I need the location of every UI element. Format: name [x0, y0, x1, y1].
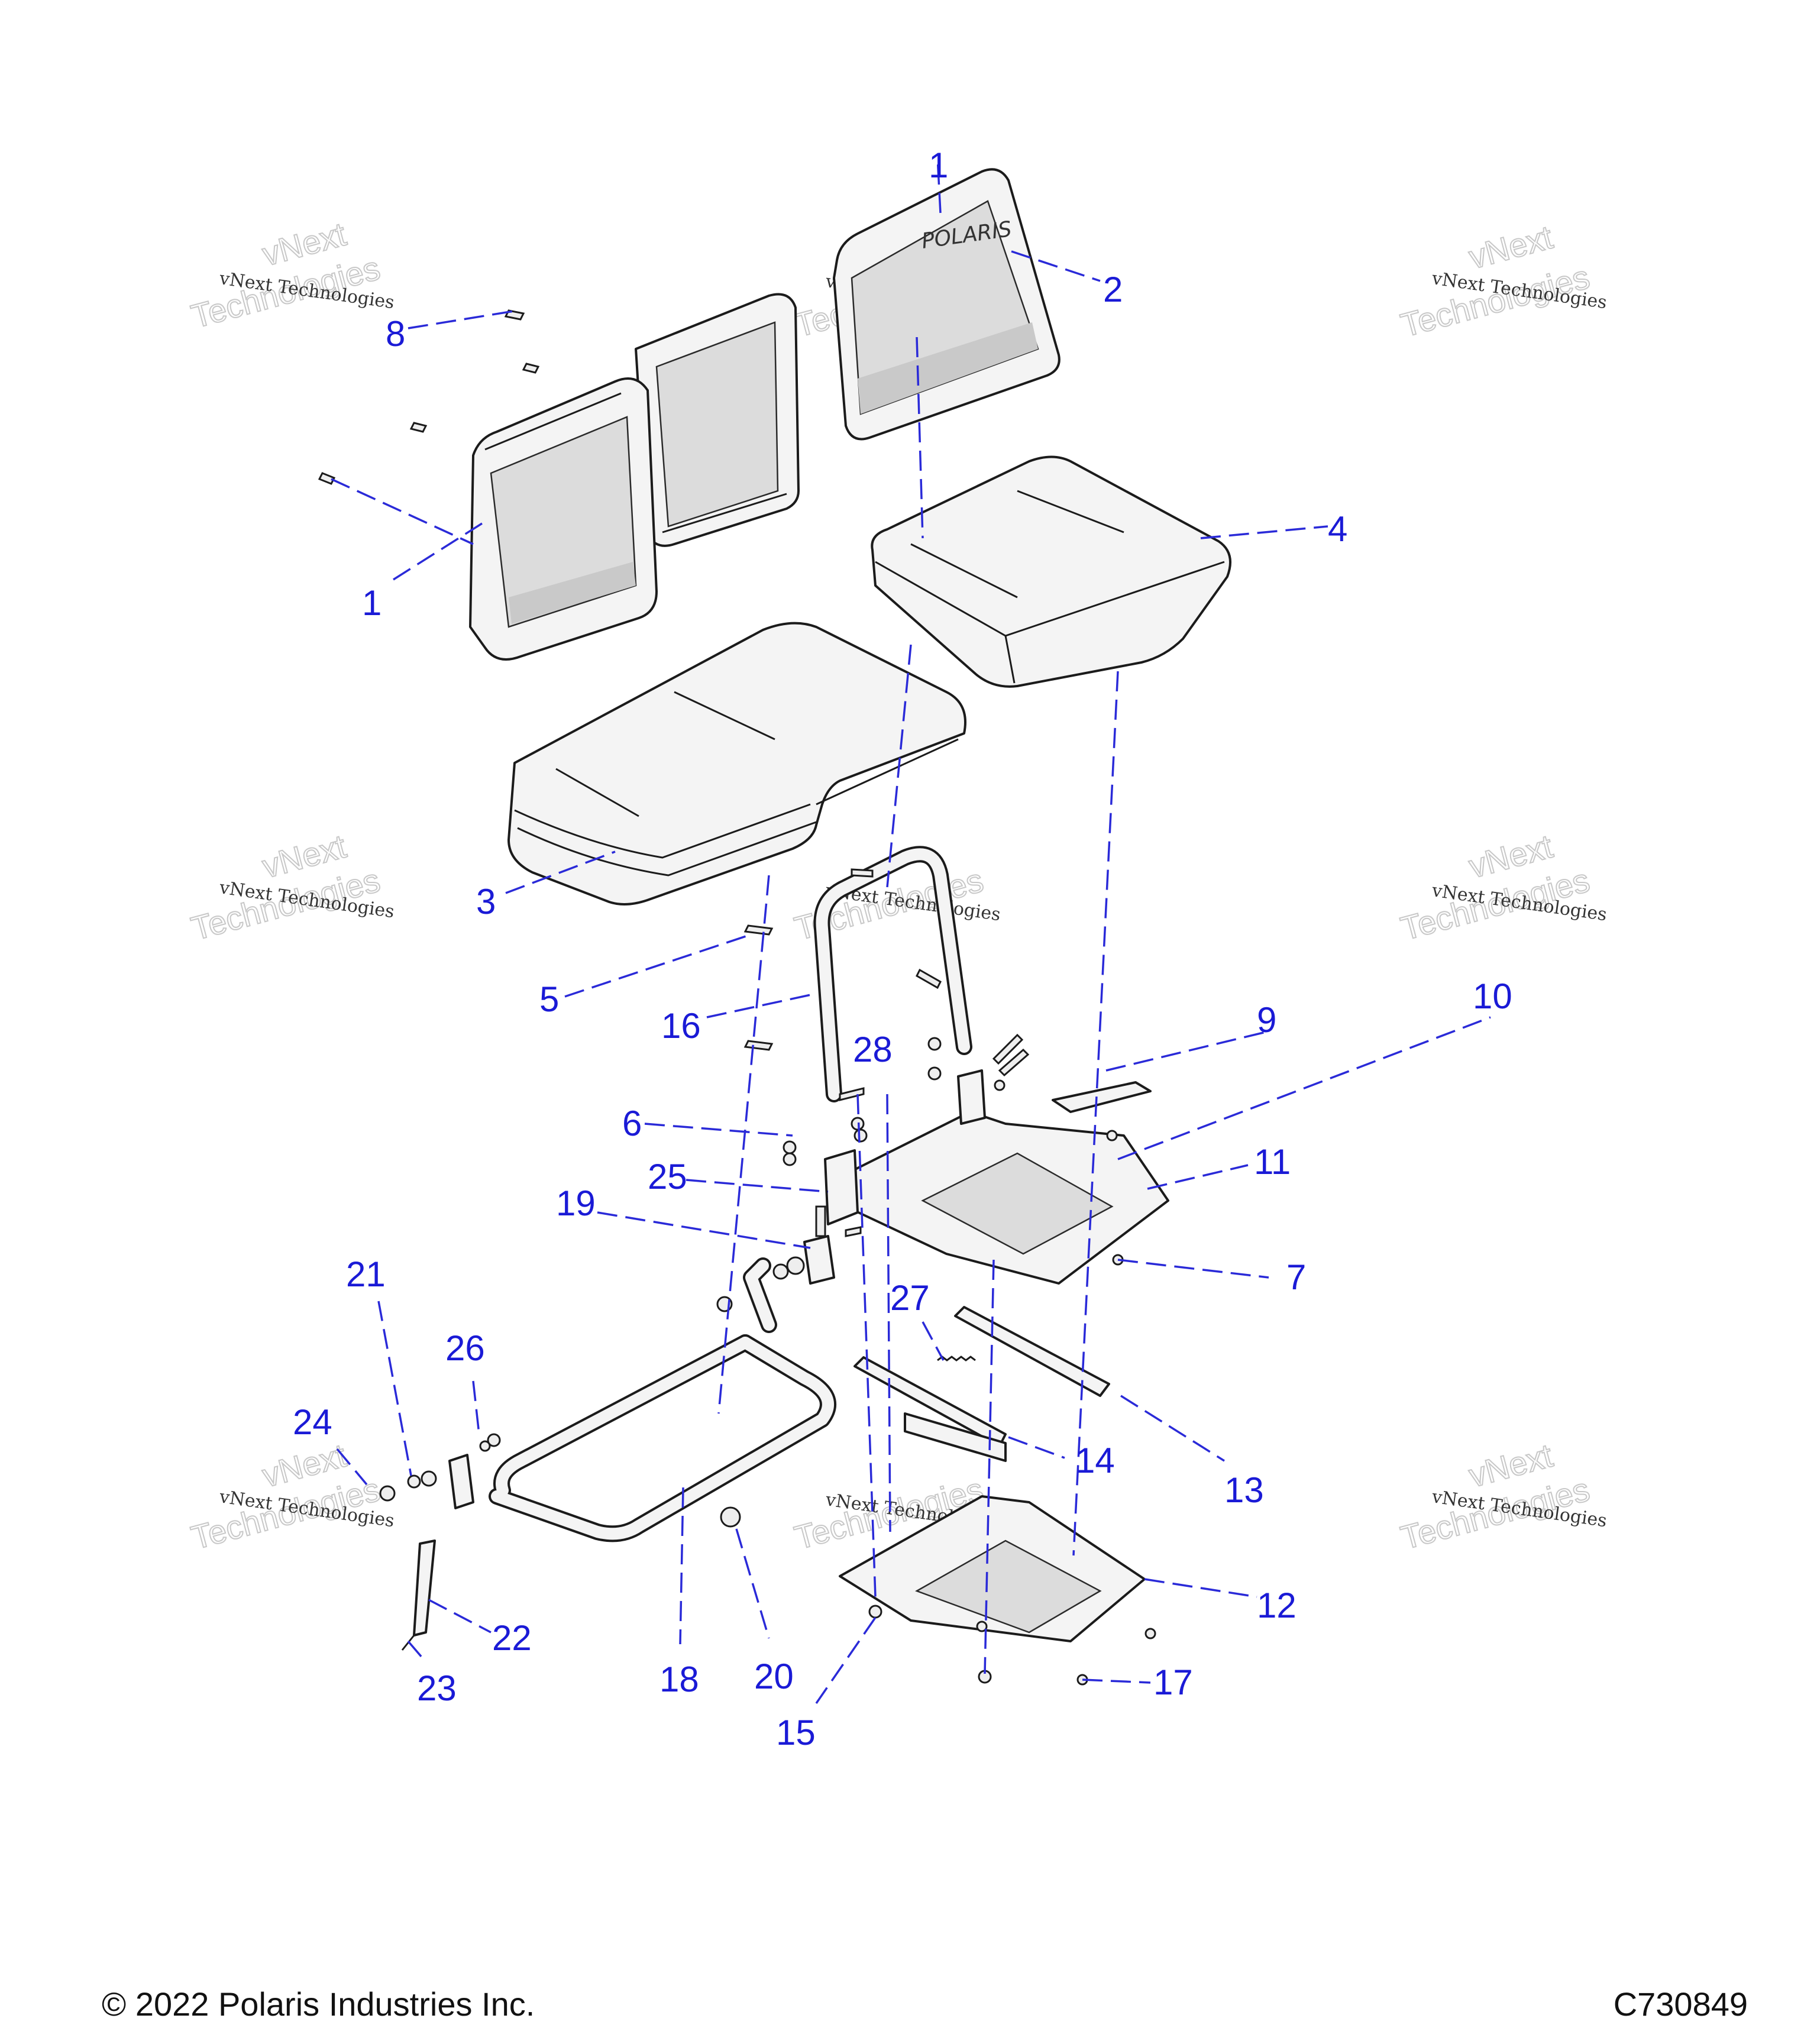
- seat-base-frame: [824, 1069, 1169, 1285]
- callout-13: 13: [1224, 1470, 1264, 1510]
- callout-25: 25: [648, 1157, 687, 1196]
- callout-12: 12: [1257, 1586, 1297, 1625]
- figure-id: C730849: [1614, 1985, 1748, 2023]
- watermark-top-right: Technologies vNext vNext Technologies: [1396, 218, 1608, 345]
- callout-1-bench: 1: [362, 583, 381, 623]
- callout-28: 28: [853, 1030, 893, 1069]
- seat-rail-13: [954, 1306, 1110, 1397]
- watermark-top-left: Technologies vNext vNext Technologies: [187, 215, 396, 336]
- copyright-text: © 2022 Polaris Industries Inc.: [102, 1985, 535, 2023]
- hardware-items: [379, 868, 1156, 1686]
- seat-rail-14: [853, 1356, 1007, 1462]
- callout-1-bucket: 1: [929, 145, 948, 185]
- callout-11: 11: [1254, 1142, 1291, 1182]
- bracket-26: [448, 1454, 474, 1509]
- callout-22: 22: [492, 1618, 532, 1658]
- spring-27: [937, 1356, 976, 1361]
- callout-20: 20: [754, 1657, 794, 1696]
- callout-23: 23: [417, 1668, 457, 1708]
- bracket-9: [1052, 1081, 1152, 1113]
- leader-lines: [331, 156, 1491, 1704]
- callout-9: 9: [1257, 1000, 1276, 1040]
- watermark-bottom-right: Technologies vNext vNext Technologies: [1396, 1436, 1608, 1557]
- watermark-mid-right: Technologies vNext vNext Technologies: [1396, 827, 1608, 948]
- callout-15: 15: [776, 1713, 816, 1752]
- bench-backrest: [469, 293, 800, 661]
- back-support-tube: [813, 846, 972, 1102]
- watermark-mid-left: Technologies vNext vNext Technologies: [187, 827, 396, 948]
- hinge-bracket: [803, 1205, 835, 1285]
- gas-strut: [401, 1540, 436, 1651]
- callout-8: 8: [386, 314, 405, 354]
- callout-18: 18: [659, 1660, 699, 1699]
- callout-26: 26: [445, 1328, 485, 1368]
- callout-10: 10: [1473, 976, 1512, 1016]
- callout-labels: 1 1 2 3 4 5 6 7 8 9 10 11 12 13 14 15 16…: [293, 145, 1512, 1752]
- callout-16: 16: [661, 1006, 701, 1046]
- callout-24: 24: [293, 1402, 332, 1442]
- callout-27: 27: [890, 1278, 930, 1318]
- tilt-frame-18: [489, 1257, 836, 1542]
- bucket-backrest: POLARIS: [833, 168, 1061, 441]
- callout-14: 14: [1075, 1441, 1115, 1480]
- callout-17: 17: [1153, 1663, 1193, 1702]
- callout-3: 3: [476, 882, 496, 921]
- callout-21: 21: [346, 1254, 386, 1294]
- bucket-seat-cushion: [871, 455, 1231, 688]
- callout-4: 4: [1328, 509, 1347, 549]
- callout-5: 5: [539, 979, 559, 1019]
- callout-2: 2: [1103, 270, 1123, 309]
- callout-6: 6: [622, 1104, 642, 1143]
- callout-19: 19: [556, 1183, 596, 1223]
- callout-7: 7: [1286, 1257, 1306, 1297]
- screw-group-8: [318, 309, 540, 485]
- watermark-bottom-left: Technologies vNext vNext Technologies: [187, 1436, 396, 1557]
- svg-text:vNext: vNext: [1465, 218, 1557, 276]
